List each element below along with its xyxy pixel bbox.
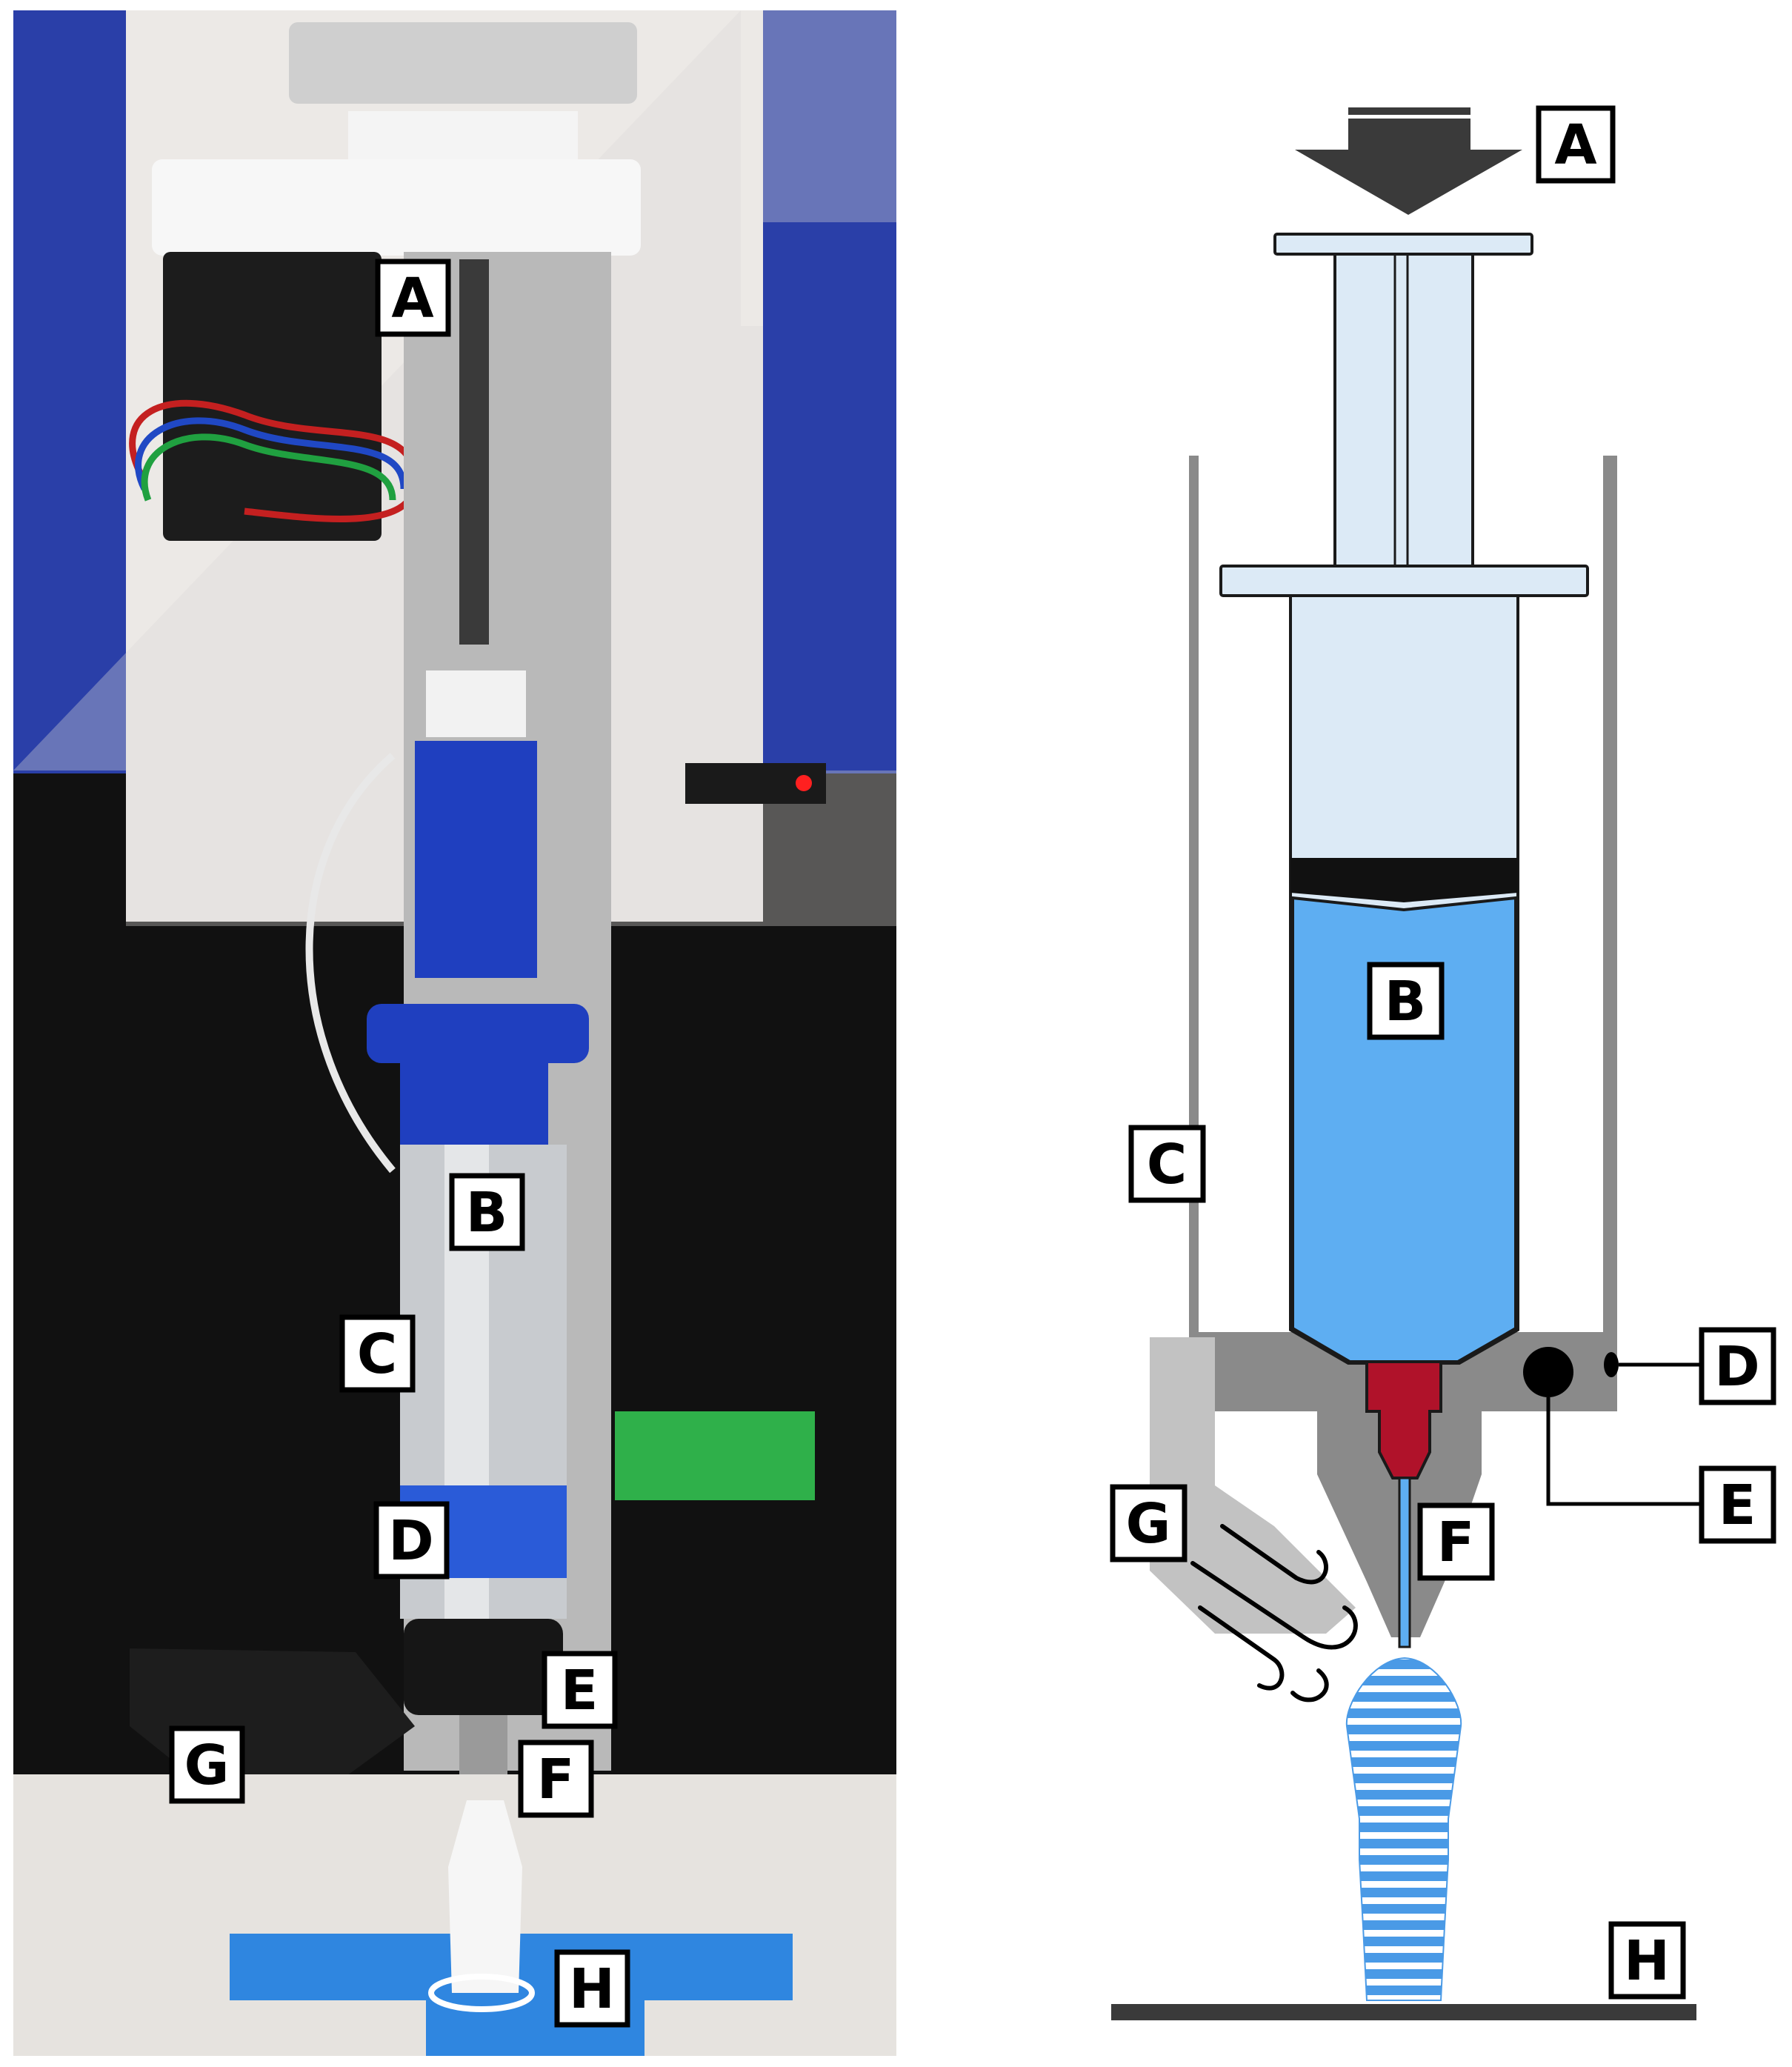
leader-e bbox=[1546, 1397, 1700, 1506]
diagram-label-h: H bbox=[1608, 1921, 1686, 2000]
construct-stripe bbox=[1346, 1888, 1462, 1897]
photo-label-b-text: B bbox=[466, 1181, 507, 1245]
photo-label-c: C bbox=[339, 1314, 416, 1393]
white-gear bbox=[348, 111, 578, 163]
construct-stripe bbox=[1346, 1904, 1462, 1914]
heater-element-icon bbox=[1523, 1347, 1573, 1397]
plunger-top bbox=[1273, 233, 1533, 256]
photo-label-e-text: E bbox=[561, 1659, 599, 1722]
photo-label-g-text: G bbox=[184, 1734, 230, 1797]
holder-flange bbox=[367, 1004, 589, 1063]
syringe-flange bbox=[1219, 565, 1589, 597]
diagram-label-b: B bbox=[1367, 962, 1445, 1040]
motor-wires-green bbox=[141, 433, 396, 502]
photo-label-f-text: F bbox=[537, 1748, 575, 1811]
stepper-motor bbox=[163, 252, 382, 541]
construct-stripe bbox=[1346, 1676, 1462, 1685]
photo-label-a-text: A bbox=[391, 267, 433, 330]
diagram-label-f-text: F bbox=[1437, 1511, 1475, 1574]
photo-label-b: B bbox=[449, 1173, 525, 1251]
temperature-sensor-icon bbox=[1604, 1352, 1619, 1377]
bed-tape-cross bbox=[230, 1934, 793, 2056]
nozzle-hub bbox=[1365, 1360, 1442, 1479]
bioink-fill bbox=[1291, 896, 1517, 1363]
construct-stripe bbox=[1346, 1986, 1462, 1995]
airflow-duct bbox=[1150, 1337, 1356, 1634]
construct-stripe bbox=[1346, 1806, 1462, 1816]
photo-label-d: D bbox=[373, 1501, 450, 1580]
diagram-label-a: A bbox=[1536, 105, 1616, 184]
construct-stripe bbox=[1346, 1855, 1462, 1865]
construct-stripe bbox=[1346, 1790, 1462, 1800]
photo-label-h: H bbox=[554, 1949, 630, 2028]
motor-wires-blue bbox=[135, 417, 407, 491]
construct-stripe bbox=[1346, 1920, 1462, 1930]
construct-stripe bbox=[1346, 1774, 1462, 1783]
plunger-stopper bbox=[1290, 858, 1518, 902]
construct-stripe bbox=[1346, 1871, 1462, 1881]
print-bed-platform bbox=[1111, 2004, 1696, 2020]
photo-label-h-text: H bbox=[569, 1957, 615, 2021]
diagram-label-d: D bbox=[1699, 1327, 1776, 1405]
photo-label-f: F bbox=[518, 1740, 594, 1818]
force-arrow-icon bbox=[1295, 107, 1522, 215]
diagram-label-e-text: E bbox=[1719, 1474, 1756, 1537]
black-base bbox=[404, 1619, 563, 1715]
construct-stripe bbox=[1346, 1725, 1462, 1734]
construct-stripe bbox=[1346, 1660, 1462, 1669]
white-bracket bbox=[152, 159, 641, 256]
diagram-label-c: C bbox=[1128, 1125, 1206, 1203]
bed-ring bbox=[428, 1974, 535, 2012]
coupler-white bbox=[426, 670, 526, 737]
diagram-label-h-text: H bbox=[1624, 1929, 1670, 1993]
photo-label-c-text: C bbox=[357, 1322, 397, 1386]
airflow-lines-icon bbox=[1190, 1524, 1358, 1702]
photo-panel bbox=[13, 10, 896, 2056]
construct-outline bbox=[1345, 1657, 1462, 2001]
photo-label-g: G bbox=[169, 1725, 245, 1804]
syringe-holder-blue bbox=[415, 741, 537, 978]
construct-stripe bbox=[1346, 1839, 1462, 1848]
diagram-label-g-text: G bbox=[1126, 1492, 1171, 1556]
construct-stripe bbox=[1346, 1953, 1462, 1963]
printed-object bbox=[448, 1800, 522, 1993]
motor-wires bbox=[129, 399, 419, 522]
diagram-label-a-text: A bbox=[1554, 113, 1596, 177]
construct-stripe bbox=[1346, 1692, 1462, 1702]
photo-label-a: A bbox=[375, 259, 451, 337]
construct-stripe bbox=[1346, 1757, 1462, 1767]
construct-stripe bbox=[1346, 1708, 1462, 1718]
diagram-label-f: F bbox=[1417, 1502, 1495, 1581]
construct-stripe bbox=[1346, 1823, 1462, 1832]
diagram-label-d-text: D bbox=[1714, 1335, 1759, 1399]
photo-label-e: E bbox=[542, 1651, 618, 1729]
terminal-block bbox=[615, 1411, 815, 1500]
photo-label-d-text: D bbox=[388, 1509, 433, 1573]
schematic-panel bbox=[1111, 107, 1700, 2020]
construct-stripe bbox=[1346, 1937, 1462, 1946]
thermocouple-cable bbox=[305, 753, 396, 1174]
red-led-icon bbox=[796, 775, 812, 791]
diagram-label-b-text: B bbox=[1385, 970, 1426, 1034]
construct-stripe bbox=[1346, 1969, 1462, 1979]
nozzle-needle bbox=[1398, 1477, 1411, 1648]
lead-screw bbox=[459, 259, 489, 645]
diagram-label-c-text: C bbox=[1147, 1133, 1187, 1196]
printed-construct bbox=[1346, 1658, 1462, 2000]
gear-mount bbox=[289, 22, 637, 104]
diagram-label-e: E bbox=[1699, 1465, 1776, 1544]
diagram-label-g: G bbox=[1110, 1484, 1188, 1562]
construct-stripe bbox=[1346, 1741, 1462, 1751]
